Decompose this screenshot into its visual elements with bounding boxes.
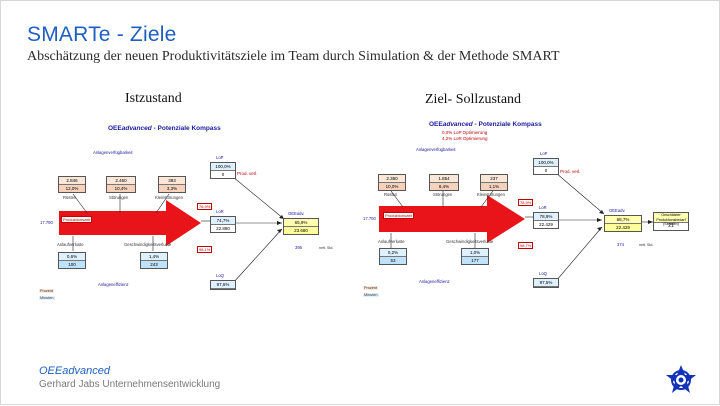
right-lop-box: 100,0%0	[533, 158, 559, 175]
right-oee-box: 68,7%22.429	[604, 215, 642, 232]
left-heading: Istzustand	[125, 91, 182, 106]
left-lor-tag: 76,9%	[197, 203, 213, 210]
left-production-tag: Produktionszeit	[61, 216, 93, 223]
left-units: 395	[295, 245, 302, 250]
slide-title: SMARTe - Ziele	[27, 23, 177, 46]
right-effizienz-label: Anlageneffizienz	[419, 279, 450, 284]
right-lor-label: LoR	[539, 205, 547, 210]
right-loq-tag: 98,7%	[518, 242, 534, 249]
right-heading: Ziel- Sollzustand	[425, 92, 522, 107]
left-oee-label: OEEadv.	[288, 211, 305, 216]
right-lop-label: LoP	[540, 151, 548, 156]
right-loq-box: 97,5%	[533, 278, 559, 288]
left-lor-label: LoR	[216, 209, 224, 214]
left-anlagen-label: Anlagenverfügbarkeit	[93, 150, 133, 155]
left-oee-box: 65,9%23.680	[283, 218, 319, 235]
left-compass-title: OEEadvanced - Potenziale Kompass	[108, 125, 221, 132]
right-lop-optimierung: 0,0% LoP Optimierung	[442, 130, 488, 135]
left-lop-tag: Prod. verl.	[237, 171, 258, 176]
right-target-box: Geschätzter Produktionsbedarf (Stunden)2…	[653, 212, 689, 231]
footer-company: Gerhard Jabs Unternehmensentwicklung	[39, 379, 221, 390]
right-units: 374	[617, 242, 624, 247]
right-geschw-box: 1,0%177	[461, 248, 489, 265]
right-compass-title: OEEadvanced - Potenziale Kompass	[429, 121, 542, 128]
right-geschw-label: Geschwindigkeitsverluste	[446, 239, 494, 244]
left-legend-minutes: Minuten	[39, 296, 55, 300]
left-geschw-label: Geschwindigkeitsverluste	[124, 242, 172, 247]
left-effizienz-label: Anlageneffizienz	[98, 282, 129, 287]
right-ruesten-label: Rüsten	[384, 192, 398, 197]
footer-brand: OEEadvanced	[39, 365, 110, 377]
left-loq-label: LoQ	[216, 273, 224, 278]
left-kleinstoerungen-label: Kleinstörungen	[155, 195, 183, 200]
right-legend-minutes: Minuten	[363, 293, 379, 297]
left-lor-box: 74,7%22.880	[210, 216, 236, 233]
left-units-label: nett. Std.	[319, 246, 334, 250]
right-anlauf-label: Anlaufverluste	[378, 239, 405, 244]
right-oee-label: OEEadv.	[609, 208, 626, 213]
left-lop-box: 100,0%0	[210, 162, 236, 179]
left-red-arrow	[59, 200, 201, 246]
right-stoerungen-label: Störungen	[433, 192, 453, 197]
left-geschw-box: 1,4%243	[140, 252, 168, 269]
left-loq-box: 97,6%	[210, 280, 236, 290]
left-legend-percent: Prozent	[39, 289, 55, 293]
left-ruesten-label: Rüsten	[63, 195, 77, 200]
right-lor-optimierung: 4,2% LoR Optimierung	[442, 136, 488, 141]
left-start-minutes: 17.790	[40, 220, 53, 225]
slide-subtitle: Abschätzung der neuen Produktivitätsziel…	[27, 49, 560, 64]
right-lor-tag: 78,9%	[518, 199, 534, 206]
right-units-label: nett. Std.	[639, 243, 654, 247]
left-loq-tag: 98,1%	[197, 246, 213, 253]
company-logo-icon	[661, 363, 701, 397]
right-anlauf-box: 0,2%53	[379, 248, 407, 265]
left-lop-label: LoP	[216, 155, 224, 160]
right-production-tag: Produktionszeit	[383, 212, 415, 219]
left-anlauf-label: Anlaufverluste	[57, 242, 84, 247]
right-start-minutes: 17.700	[363, 216, 376, 221]
left-anlauf-box: 0,6%100	[58, 252, 86, 269]
right-lor-box: 78,9%22.429	[533, 212, 559, 229]
left-stoerungen-label: Störungen	[109, 195, 129, 200]
right-red-arrow	[379, 195, 525, 243]
right-legend-percent: Prozent	[363, 286, 379, 290]
right-loq-label: LoQ	[539, 271, 547, 276]
right-kleinstoerungen-label: Kleinstörungen	[477, 192, 505, 197]
right-lop-tag: Prod. verl.	[560, 169, 581, 174]
right-anlagen-label: Anlagenverfügbarkeit	[416, 147, 456, 152]
